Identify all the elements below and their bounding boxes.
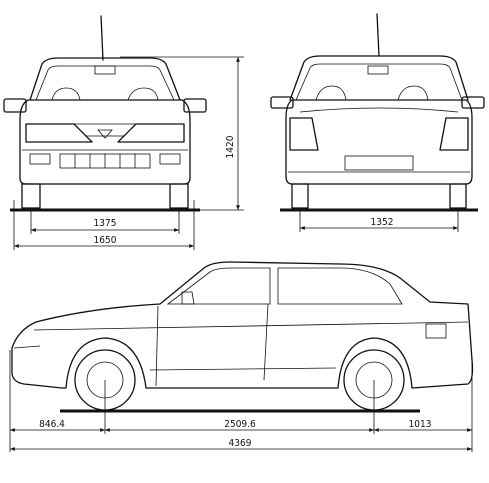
side-belt-line: [33, 321, 469, 331]
rear-track-label: 1352: [371, 217, 394, 228]
rear-mirror-left: [270, 96, 294, 109]
length-label: 4369: [229, 438, 252, 449]
height-dimension: 1420: [120, 56, 244, 211]
rear-mirror-right: [461, 96, 485, 109]
side-sill-line: [149, 367, 337, 371]
rear-overhang-label: 1013: [409, 419, 432, 430]
rear-plate: [344, 155, 414, 171]
rear-roof-outline: [289, 55, 469, 101]
front-tyre-right: [169, 183, 189, 209]
rear-antenna: [376, 13, 380, 57]
width-label: 1650: [94, 235, 117, 246]
rear-seat-left: [315, 85, 347, 101]
front-mirror-right: [183, 98, 207, 113]
rear-taillight-right: [439, 117, 469, 151]
rear-tyre-right: [449, 183, 467, 209]
front-track-label: 1375: [94, 218, 117, 229]
front-grille-top: [73, 123, 137, 137]
side-headlight-line: [13, 345, 41, 349]
rear-tyre-left: [291, 183, 309, 209]
rear-window: [295, 63, 463, 101]
front-mirror: [94, 65, 116, 75]
front-badge: [97, 129, 113, 139]
front-windshield: [35, 65, 175, 101]
side-front-door-edge: [155, 305, 159, 387]
side-view: 846.4 2509.6 1013 4369: [9, 261, 474, 452]
wheelbase-label: 2509.6: [224, 419, 256, 430]
side-door-line: [263, 303, 269, 381]
side-front-window: [166, 267, 271, 305]
front-tyre-left: [21, 183, 41, 209]
side-mirror: [181, 291, 195, 305]
front-headlight-right: [117, 123, 185, 143]
front-mirror-left: [3, 98, 27, 113]
front-antenna: [100, 15, 104, 61]
front-overhang-label: 846.4: [39, 419, 65, 430]
side-fuel-cap: [425, 323, 447, 339]
front-roof-outline: [29, 57, 181, 101]
side-body-outline: [11, 261, 474, 389]
front-seat-left: [51, 87, 81, 101]
front-seat-right: [127, 87, 159, 101]
rear-seat-right: [397, 85, 429, 101]
rear-view: 1352: [270, 13, 485, 232]
front-headlight-left: [25, 123, 93, 143]
rear-body: [285, 99, 473, 185]
side-rear-window: [277, 267, 403, 305]
front-foglight-left: [29, 153, 51, 165]
rear-brake-light: [367, 65, 389, 75]
rear-taillight-left: [289, 117, 319, 151]
height-label: 1420: [225, 135, 236, 158]
front-foglight-right: [159, 153, 181, 165]
front-view: 1375 1650: [3, 15, 207, 250]
rear-trunk-line: [299, 107, 459, 113]
